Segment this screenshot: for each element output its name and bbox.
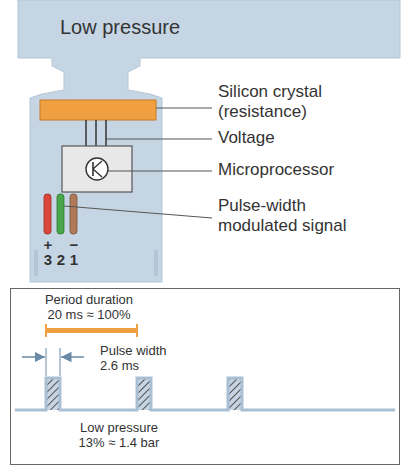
signal-trace — [15, 378, 395, 410]
transistor-symbol — [93, 161, 102, 169]
period-tick — [136, 324, 138, 337]
silicon-crystal — [40, 100, 156, 120]
transistor-symbol — [93, 169, 102, 177]
part-name: Pulse-width modulated signal — [218, 196, 383, 236]
lead-wire — [105, 120, 107, 146]
pulse — [46, 378, 60, 410]
housing-chamber: Low pressure — [18, 0, 400, 58]
pulse — [137, 378, 151, 410]
pin-label: 1 — [67, 251, 81, 269]
pin-red — [44, 194, 51, 234]
signal-panel: Period duration 20 ms ≈ 100% Pulse width … — [10, 288, 400, 465]
pin-green — [57, 194, 64, 234]
pin-label: 2 — [54, 251, 68, 269]
extension-line — [46, 348, 47, 376]
part-name: Voltage — [218, 128, 383, 148]
leader-line — [156, 108, 212, 109]
leader-line — [64, 206, 212, 218]
lead-wire — [95, 120, 97, 146]
leader-line — [106, 139, 212, 140]
chamber-label: Low pressure — [60, 16, 360, 40]
housing-groove — [154, 250, 158, 276]
housing-groove — [34, 250, 38, 276]
signal-annotation: Pulse width 2.6 ms — [100, 343, 184, 374]
signal-annotation: Period duration 20 ms ≈ 100% — [39, 292, 139, 323]
pin-label: 3 — [41, 251, 55, 269]
lead-wire — [85, 120, 87, 146]
part-name: Silicon crystal (resistance) — [218, 82, 383, 122]
dimension-arrow — [22, 356, 45, 358]
pin-brown — [70, 194, 77, 234]
part-name: Microprocessor — [218, 160, 383, 180]
leader-line — [108, 171, 212, 172]
period-bar — [46, 328, 137, 333]
period-tick — [45, 324, 47, 337]
microprocessor-box — [62, 146, 132, 192]
signal-annotation: Low pressure 13% ≈ 1.4 bar — [69, 420, 169, 451]
transistor-symbol — [86, 158, 108, 180]
dimension-arrow — [61, 356, 84, 358]
sensor-housing — [18, 0, 400, 282]
pulse — [228, 378, 242, 410]
extension-line — [60, 348, 61, 376]
